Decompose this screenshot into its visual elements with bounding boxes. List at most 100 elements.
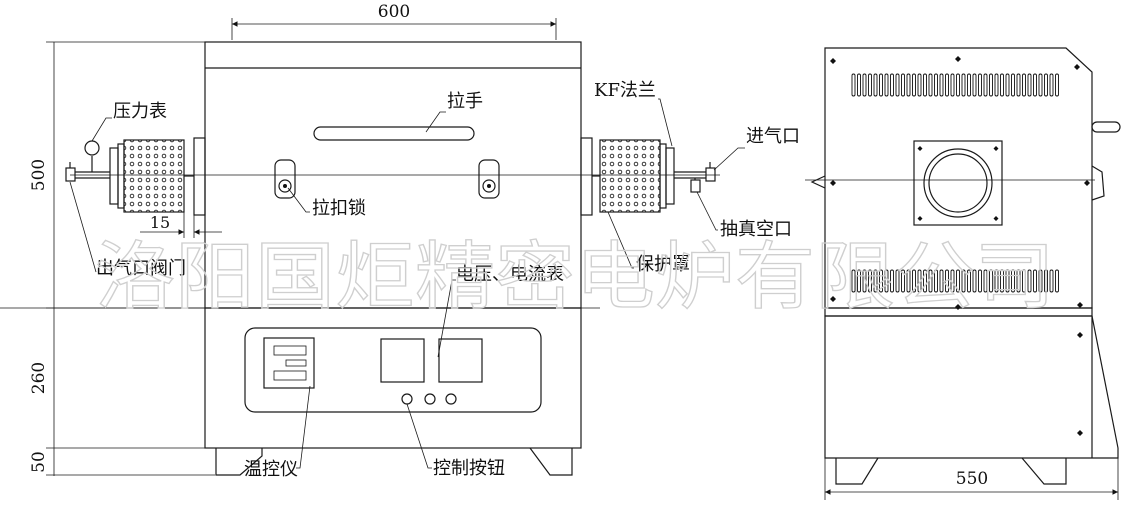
vent-slot [851, 269, 856, 293]
vent-slot [1055, 269, 1059, 293]
dimension-550: 550 [824, 458, 1119, 500]
vent-slot [945, 73, 949, 97]
vents-top [851, 73, 1059, 97]
screws [830, 56, 1090, 436]
kf-flange [665, 147, 675, 205]
dimension-500-label: 500 [29, 159, 49, 191]
vent-slot [994, 73, 999, 97]
vent-slot [956, 269, 960, 293]
vent-slot [1044, 269, 1048, 293]
vent-slot [873, 73, 878, 97]
side-lower-body [824, 315, 1119, 459]
side-view: 550 [805, 47, 1121, 500]
vent-slot [912, 73, 916, 97]
vent-slot [994, 269, 999, 293]
vent-slot [1016, 269, 1021, 293]
dimension-600: 600 [231, 2, 557, 40]
vent-slot [950, 269, 955, 293]
vent-slot [989, 269, 993, 293]
vent-slot [890, 269, 894, 293]
vent-slot [1038, 73, 1043, 97]
label-protective-cover: 保护罩 [636, 254, 690, 275]
vents-bottom [851, 269, 1059, 293]
front-view: 600 500 260 50 [0, 2, 800, 480]
label-pressure-gauge: 压力表 [113, 101, 167, 122]
vent-slot [873, 269, 878, 293]
dimension-15-label: 15 [150, 213, 170, 232]
label-latch-lock: 拉扣锁 [312, 198, 366, 219]
vent-slot [983, 269, 988, 293]
furnace-lower-cabinet [204, 307, 582, 449]
dimension-15: 15 [140, 212, 222, 238]
vent-slot [1049, 269, 1054, 293]
protective-cover-left [123, 139, 185, 213]
vent-slot [857, 269, 861, 293]
side-foot-right [1021, 457, 1067, 485]
vent-slot [879, 269, 883, 293]
vent-slot [851, 73, 856, 97]
vent-slot [983, 73, 988, 97]
dimension-550-label: 550 [956, 469, 988, 489]
vent-slot [857, 73, 861, 97]
vent-slot [884, 269, 889, 293]
vent-slot [1027, 269, 1032, 293]
vent-slot [1011, 269, 1015, 293]
side-handle [1091, 121, 1121, 133]
tube-port-inner [928, 153, 988, 213]
vent-slot [1005, 73, 1010, 97]
dimension-260-label: 260 [29, 362, 49, 394]
vent-slot [967, 269, 971, 293]
pressure-gauge [84, 140, 100, 156]
vent-slot [906, 269, 911, 293]
vent-slot [895, 269, 900, 293]
vent-slot [923, 269, 927, 293]
vent-slot [879, 73, 883, 97]
vent-slot [1033, 269, 1037, 293]
ammeter [438, 338, 483, 383]
label-gas-outlet-valve: 出气口阀门 [96, 258, 186, 279]
side-upper-body [824, 47, 1093, 309]
side-latch [1091, 165, 1105, 201]
vent-slot [989, 73, 993, 97]
vent-slot [1011, 73, 1015, 97]
vent-slot [972, 73, 977, 97]
vent-slot [945, 269, 949, 293]
vent-slot [901, 269, 905, 293]
latch-lock-left [274, 159, 296, 199]
vent-slot [1000, 269, 1004, 293]
vent-slot [862, 73, 867, 97]
vent-slot [923, 73, 927, 97]
vent-slot [868, 269, 872, 293]
gas-inlet-valve [705, 167, 716, 182]
label-voltage-current-meter: 电压、电流表 [456, 264, 564, 285]
vent-slot [884, 73, 889, 97]
label-control-buttons: 控制按钮 [433, 458, 505, 479]
vent-slot [934, 73, 938, 97]
temperature-controller [263, 337, 315, 389]
tube-port-outer [923, 148, 993, 218]
vent-slot [1044, 73, 1048, 97]
control-button-1 [401, 393, 413, 405]
vent-slot [901, 73, 905, 97]
vent-slot [1055, 73, 1059, 97]
leader-lines [69, 98, 745, 469]
vent-slot [928, 73, 933, 97]
vent-slot [917, 269, 922, 293]
dimension-50-label: 50 [29, 451, 49, 473]
foot-left [215, 448, 263, 476]
label-gas-inlet: 进气口 [746, 126, 800, 147]
vent-slot [917, 73, 922, 97]
voltmeter [380, 338, 425, 383]
vent-slot [1000, 73, 1004, 97]
vertical-dimensions: 500 260 50 [29, 41, 215, 476]
vent-slot [1049, 73, 1054, 97]
vent-slot [1005, 269, 1010, 293]
control-button-3 [445, 393, 457, 405]
control-button-2 [424, 393, 436, 405]
vent-slot [1027, 73, 1032, 97]
vent-slot [868, 73, 872, 97]
vent-slot [961, 269, 966, 293]
vent-slot [967, 73, 971, 97]
watermark: 洛阳国炬精密电炉有限公司 [95, 234, 1055, 320]
